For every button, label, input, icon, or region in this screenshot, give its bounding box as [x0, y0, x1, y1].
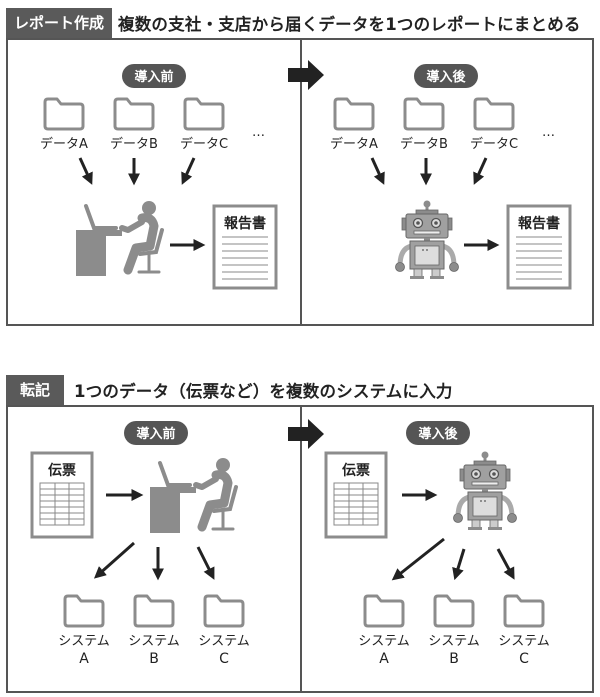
- robot-icon: [396, 201, 459, 280]
- system-label-c: システム: [498, 634, 550, 649]
- badge-before: 導入前: [122, 64, 186, 88]
- folder-icon: [403, 97, 445, 131]
- folder-icon: [43, 97, 85, 131]
- panel-before: 導入前 伝票 システム A シ: [30, 421, 250, 667]
- badge-after: 導入後: [414, 64, 478, 88]
- slip-label: 伝票: [48, 462, 76, 479]
- section-headline: 複数の支社・支店から届くデータを1つのレポートにまとめる: [118, 15, 581, 34]
- section-header: レポート作成 複数の支社・支店から届くデータを1つのレポートにまとめる: [6, 8, 581, 38]
- system-label-c: システム: [198, 634, 250, 649]
- arrow-icon: [370, 157, 385, 185]
- report-document-icon: 報告書: [212, 204, 278, 290]
- comparison-frame: 導入前 伝票 システム A シ: [6, 405, 594, 693]
- report-document-icon: 報告書: [506, 204, 572, 290]
- badge-after: 導入後: [406, 421, 470, 445]
- section-tag: レポート作成: [6, 8, 113, 38]
- system-label-a: システム: [358, 634, 410, 649]
- system-letter-b: B: [149, 651, 159, 667]
- folder-icon: [333, 97, 375, 131]
- panel-after: 導入後 伝票 システム A シ: [324, 421, 550, 667]
- arrow-icon: [391, 537, 445, 581]
- data-label-c: データC: [470, 136, 518, 152]
- system-letter-c: C: [219, 651, 229, 667]
- arrow-icon: [196, 546, 215, 580]
- slip-document-icon: 伝票: [324, 451, 388, 539]
- ellipsis: …: [542, 125, 555, 140]
- folder-icon: [203, 594, 245, 628]
- section-transcription: 転記 1つのデータ（伝票など）を複数のシステムに入力 導入前 伝票: [6, 375, 594, 695]
- section-header: 転記 1つのデータ（伝票など）を複数のシステムに入力: [6, 375, 453, 405]
- folder-icon: [503, 594, 545, 628]
- system-label-b: システム: [128, 634, 180, 649]
- system-letter-b: B: [449, 651, 459, 667]
- folder-icon: [133, 594, 175, 628]
- arrow-icon: [181, 157, 196, 185]
- arrow-icon: [496, 548, 515, 580]
- section-headline: 1つのデータ（伝票など）を複数のシステムに入力: [74, 382, 453, 401]
- system-label-b: システム: [428, 634, 480, 649]
- folder-icon: [363, 594, 405, 628]
- badge-label: 導入後: [418, 426, 458, 442]
- robot-icon: [454, 452, 517, 531]
- folder-icon: [63, 594, 105, 628]
- system-letter-a: A: [379, 651, 389, 667]
- data-label-b: データB: [110, 136, 158, 152]
- before-to-after-arrow-icon: [288, 419, 324, 449]
- folder-icon: [113, 97, 155, 131]
- data-label-b: データB: [400, 136, 448, 152]
- slip-document-icon: 伝票: [30, 451, 94, 539]
- folder-icon: [473, 97, 515, 131]
- person-at-desk-icon: [76, 201, 162, 276]
- badge-before: 導入前: [124, 421, 188, 445]
- data-label-a: データA: [330, 136, 378, 152]
- section-tag: 転記: [6, 375, 65, 405]
- report-label: 報告書: [518, 215, 560, 232]
- report-label: 報告書: [224, 215, 266, 232]
- badge-label: 導入前: [134, 69, 173, 85]
- badge-label: 導入後: [426, 69, 466, 85]
- arrow-icon: [78, 157, 93, 185]
- system-letter-a: A: [79, 651, 89, 667]
- arrow-icon: [473, 157, 488, 185]
- badge-label: 導入前: [136, 426, 175, 442]
- arrow-icon: [93, 541, 135, 579]
- panel-before: 導入前 … データA データB データC 報告書: [40, 64, 278, 290]
- comparison-frame: 導入前 … データA データB データC 報告書: [6, 38, 594, 326]
- system-label-a: システム: [58, 634, 110, 649]
- person-at-desk-icon: [150, 458, 236, 533]
- panel-divider: [300, 40, 302, 324]
- ellipsis: …: [252, 125, 265, 140]
- data-label-c: データC: [180, 136, 228, 152]
- data-label-a: データA: [40, 136, 88, 152]
- slip-label: 伝票: [342, 462, 370, 479]
- panel-after: 導入後 … データA データB データC 報告書: [330, 64, 572, 290]
- arrow-icon: [452, 548, 466, 581]
- panel-divider: [300, 407, 302, 691]
- before-to-after-arrow-icon: [288, 60, 324, 90]
- folder-icon: [183, 97, 225, 131]
- folder-icon: [433, 594, 475, 628]
- section-report-creation: レポート作成 複数の支社・支店から届くデータを1つのレポートにまとめる 導入前 …: [6, 8, 594, 328]
- system-letter-c: C: [519, 651, 529, 667]
